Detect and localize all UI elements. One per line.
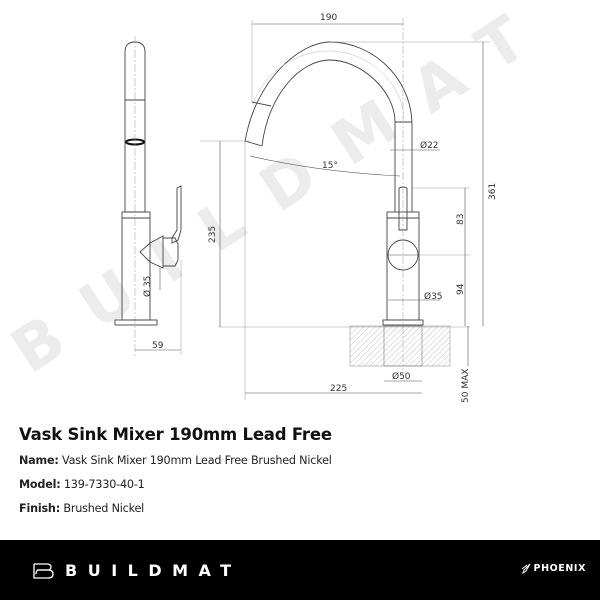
phoenix-feather-icon — [521, 563, 530, 574]
dim-handle-center-height: 94 — [456, 283, 466, 295]
dim-outlet-height: 235 — [208, 226, 218, 243]
front-view — [200, 18, 490, 400]
finish-value: Brushed Nickel — [63, 502, 145, 515]
dim-side-reach: 59 — [152, 341, 164, 351]
product-info: Vask Sink Mixer 190mm Lead Free Name: Va… — [19, 425, 579, 526]
dim-spout-angle: 15° — [322, 161, 338, 171]
dim-total-height: 361 — [488, 183, 498, 200]
finish-label: Finish: — [19, 502, 60, 515]
phoenix-wordmark: PHOENIX — [533, 563, 586, 574]
footer-bar: BUILDMAT PHOENIX — [0, 540, 600, 600]
product-name-row: Name: Vask Sink Mixer 190mm Lead Free Br… — [19, 454, 579, 467]
buildmat-logo: BUILDMAT — [33, 561, 242, 580]
phoenix-logo: PHOENIX — [521, 563, 587, 574]
technical-drawing: BUILDMAT — [0, 0, 567, 403]
product-finish-row: Finish: Brushed Nickel — [19, 502, 579, 515]
dim-body-diameter: Ø35 — [424, 291, 443, 302]
buildmat-b-logo-icon — [33, 562, 54, 579]
name-label: Name: — [19, 454, 59, 467]
product-title: Vask Sink Mixer 190mm Lead Free — [19, 425, 332, 444]
product-model-row: Model: 139-7330-40-1 — [19, 478, 579, 491]
model-value: 139-7330-40-1 — [63, 478, 145, 491]
dim-spout-reach: 190 — [320, 13, 337, 23]
dim-spout-diameter: Ø22 — [420, 140, 439, 151]
side-view — [114, 36, 182, 357]
dim-side-base-diameter: Ø 35 — [142, 276, 153, 297]
drawing-canvas: BUILDMAT — [0, 0, 567, 403]
buildmat-wordmark: BUILDMAT — [65, 561, 242, 580]
dim-hole-diameter: Ø50 — [392, 371, 411, 382]
model-label: Model: — [19, 478, 61, 491]
dim-bench-thickness: 50 MAX — [461, 369, 471, 403]
name-value: Vask Sink Mixer 190mm Lead Free Brushed … — [62, 454, 332, 467]
dimension-labels: Ø 35 59 190 Ø22 15° 361 235 83 94 Ø35 Ø5… — [142, 13, 498, 403]
dim-handle-height: 83 — [456, 214, 466, 225]
watermark-text: BUILDMAT — [0, 0, 567, 388]
dim-overall-length: 225 — [330, 384, 347, 394]
watermark: BUILDMAT — [0, 0, 567, 388]
